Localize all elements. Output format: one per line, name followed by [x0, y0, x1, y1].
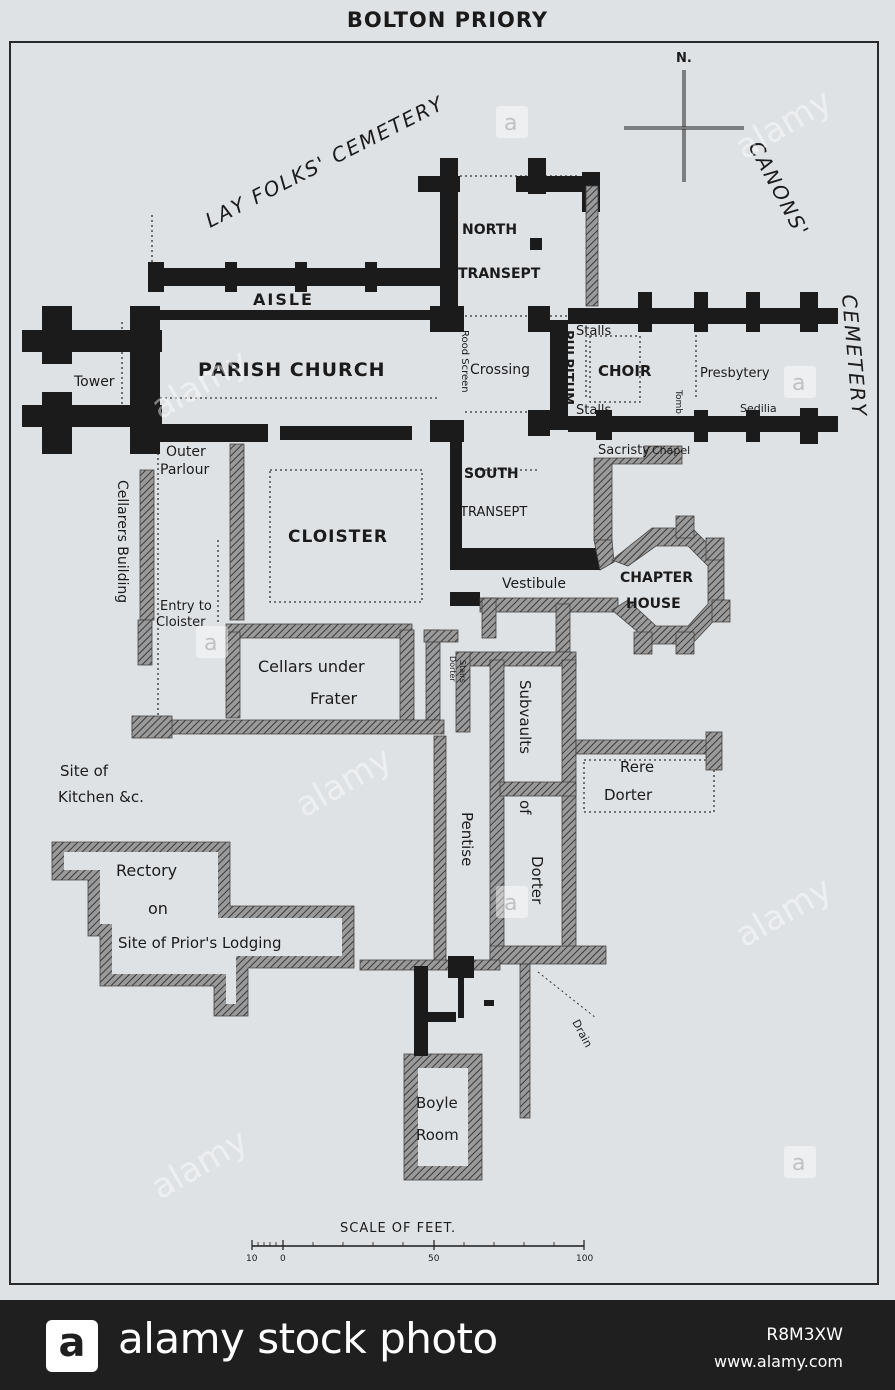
watermark-badge-1: a — [496, 106, 528, 138]
watermark-brand-4: alamy — [729, 869, 839, 956]
watermark-brand-3: alamy — [289, 739, 399, 826]
dorter-label: Dorter — [528, 856, 546, 905]
svg-text:a: a — [792, 1151, 805, 1176]
subvaults-label: Subvaults — [516, 680, 534, 754]
watermark-badge-2: a — [784, 366, 816, 398]
scale-tick-100: 100 — [576, 1254, 593, 1264]
prior-lodging-label: Site of Prior's Lodging — [118, 934, 281, 952]
room-label: Room — [416, 1126, 459, 1144]
stalls-bottom-label: Stalls — [576, 403, 612, 418]
sacristy-label: Sacristy — [598, 443, 650, 458]
south-transept-label-1: SOUTH — [464, 466, 519, 482]
pulpitum-label: PULPITUM — [560, 330, 575, 405]
drain-line — [537, 971, 597, 1019]
tower-label: Tower — [73, 374, 115, 390]
outer-parlour-label-2: Parlour — [160, 462, 209, 478]
frater-label: Frater — [310, 689, 358, 708]
choir-label: CHOIR — [598, 362, 652, 380]
watermarks: alamy alamy alamy alamy alamy a a a a — [145, 81, 839, 1208]
vestibule-label: Vestibule — [502, 576, 566, 592]
entry-cloister-label: Cloister — [156, 615, 206, 630]
watermark-brand-1: alamy — [729, 81, 839, 168]
alamy-logo-icon[interactable]: a — [46, 1320, 98, 1372]
scale-label: SCALE OF FEET. — [340, 1221, 456, 1236]
map-page: BOLTON PRIORY N. LAY FOLKS' CEMETERY CAN… — [9, 8, 879, 1285]
scale-tick-0: 0 — [280, 1254, 286, 1264]
scale-tick-10: 10 — [246, 1254, 258, 1264]
solid-details — [414, 956, 494, 1056]
lay-folks-cemetery-label: LAY FOLKS' CEMETERY — [201, 91, 448, 233]
chapter-house-label-2: HOUSE — [626, 596, 681, 612]
watermark-badge-5: a — [784, 1146, 816, 1178]
site-of-label: Site of — [60, 762, 109, 780]
watermark-brand-5: alamy — [145, 1121, 255, 1208]
compass-rose — [624, 70, 744, 182]
watermark-badge-4: a — [496, 886, 528, 918]
rood-screen-label: Rood Screen — [459, 330, 470, 393]
of-label: of — [516, 800, 534, 815]
entry-to-label: Entry to — [160, 599, 212, 614]
image-id: R8M3XW — [766, 1325, 843, 1345]
watermark-brand-2: alamy — [145, 341, 255, 428]
map-frame — [9, 41, 879, 1285]
north-label: N. — [676, 51, 692, 66]
watermark-badge-3: a — [196, 626, 228, 658]
rere-label: Rere — [620, 758, 654, 776]
sedilia-label: Sedilia — [740, 402, 777, 415]
chapter-house-label-1: CHAPTER — [620, 570, 693, 586]
footer-brand-text[interactable]: alamy stock photo — [118, 1314, 498, 1363]
north-transept-label-2: TRANSEPT — [458, 266, 541, 282]
cellars-under-label: Cellars under — [258, 657, 365, 676]
boyle-label: Boyle — [416, 1094, 458, 1112]
stock-photo-footer: a alamy stock photo R8M3XW www.alamy.com — [0, 1300, 895, 1390]
dorter-stairs-label-2: Stairs — [458, 660, 467, 683]
dorter-stairs-label-1: Dorter — [448, 656, 457, 682]
svg-text:a: a — [792, 371, 805, 396]
ruined-walls — [51, 185, 731, 1181]
floor-plan: N. LAY FOLKS' CEMETERY CANONS' CEMETERY — [9, 41, 879, 1285]
church-walls — [22, 158, 838, 606]
footer-url-link[interactable]: www.alamy.com — [714, 1352, 843, 1371]
canons-cemetery-label-2: CEMETERY — [837, 293, 872, 418]
cloister-label: CLOISTER — [288, 527, 388, 547]
aisle-label: AISLE — [253, 290, 314, 309]
parish-church-label: PARISH CHURCH — [198, 359, 386, 381]
on-label: on — [148, 899, 168, 918]
drain-label: Drain — [569, 1017, 594, 1049]
svg-text:a: a — [204, 631, 217, 656]
crossing-label: Crossing — [470, 362, 530, 378]
scale-tick-50: 50 — [428, 1254, 440, 1264]
outer-parlour-label-1: Outer — [166, 444, 206, 460]
tomb-label: Tomb — [673, 389, 683, 414]
south-transept-label-2: TRANSEPT — [459, 505, 527, 520]
svg-text:a: a — [504, 111, 517, 136]
rere-dorter-label: Dorter — [604, 786, 653, 804]
north-transept-label-1: NORTH — [462, 222, 517, 238]
stalls-top-label: Stalls — [576, 324, 612, 339]
rectory-label: Rectory — [116, 861, 177, 880]
kitchen-label: Kitchen &c. — [58, 788, 144, 806]
svg-text:a: a — [504, 891, 517, 916]
scale-bar: SCALE OF FEET. 10 0 50 — [246, 1221, 593, 1264]
presbytery-label: Presbytery — [700, 366, 770, 381]
cellarers-building-label: Cellarers Building — [114, 480, 130, 603]
chapel-label: Chapel — [652, 444, 690, 457]
map-title: BOLTON PRIORY — [346, 8, 549, 32]
room-labels: NORTH TRANSEPT AISLE PARISH CHURCH Tower… — [58, 222, 777, 1144]
pentise-label: Pentise — [458, 812, 476, 866]
